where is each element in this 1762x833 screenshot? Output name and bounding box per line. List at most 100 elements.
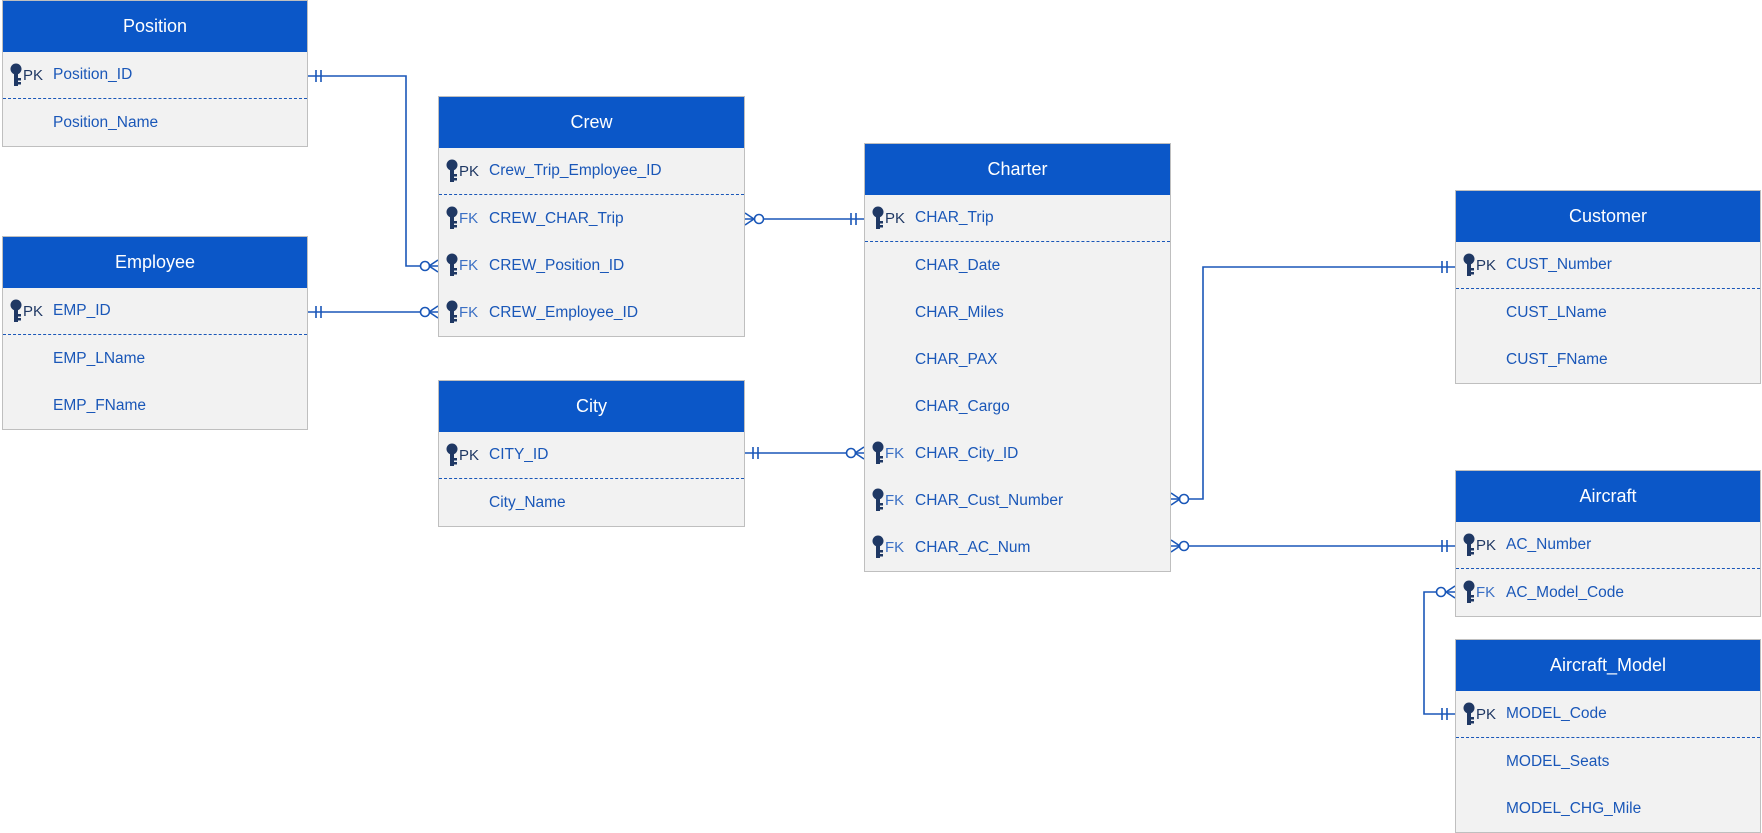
- rel-model-aircraft-many: [1445, 585, 1456, 599]
- rel-model-aircraft-zero: [1435, 586, 1447, 598]
- entity-title: Crew: [439, 97, 744, 148]
- attribute-name: Crew_Trip_Employee_ID: [489, 162, 662, 179]
- fk-label: FK: [459, 304, 479, 321]
- rel-aircraft-charter-one: [1441, 540, 1448, 552]
- rel-city-charter-zero: [845, 447, 857, 459]
- key-icon: [446, 443, 458, 466]
- rel-aircraft-charter-many: [1170, 539, 1181, 553]
- rel-employee-crew-one: [315, 306, 322, 318]
- attribute-name: Position_ID: [53, 66, 133, 83]
- key-icon: [446, 253, 458, 276]
- entity-title: Aircraft_Model: [1456, 640, 1760, 691]
- key-icon: [872, 488, 884, 511]
- pk-label: PK: [459, 162, 480, 180]
- attribute-name: AC_Number: [1506, 536, 1592, 553]
- attribute-name: CHAR_Date: [915, 256, 1001, 274]
- rel-city-charter-many: [854, 446, 865, 460]
- key-icon: [872, 441, 884, 464]
- key-icon: [1463, 253, 1475, 276]
- rel-city-charter-one: [752, 447, 759, 459]
- entity-city[interactable]: City PK CITY_ID City_Name: [438, 380, 745, 527]
- attribute-name: CHAR_City_ID: [915, 444, 1019, 462]
- pk-label: PK: [1476, 536, 1497, 554]
- attribute-row[interactable]: CHAR_Date: [865, 242, 1170, 289]
- attribute-row[interactable]: CHAR_Cargo: [865, 383, 1170, 430]
- attribute-row[interactable]: FK CHAR_City_ID: [865, 430, 1170, 477]
- attribute-row[interactable]: FK CHAR_AC_Num: [865, 524, 1170, 571]
- pk-label: PK: [23, 302, 44, 320]
- attribute-row[interactable]: FK AC_Model_Code: [1456, 569, 1760, 616]
- entity-charter[interactable]: Charter PK CHAR_Trip CHAR_Date CHAR_Mile…: [864, 143, 1171, 572]
- attribute-row[interactable]: CUST_FName: [1456, 336, 1760, 383]
- fk-label: FK: [885, 492, 905, 509]
- attribute-row[interactable]: FK CREW_CHAR_Trip: [439, 195, 744, 242]
- rel-model-aircraft-one: [1441, 708, 1448, 720]
- attribute-row[interactable]: PK CHAR_Trip: [865, 195, 1170, 242]
- attribute-name: EMP_FName: [53, 396, 147, 414]
- attribute-name: CHAR_Miles: [915, 303, 1004, 321]
- key-icon: [1463, 580, 1475, 603]
- pk-label: PK: [459, 446, 480, 464]
- fk-label: FK: [459, 210, 479, 227]
- attribute-row[interactable]: FK CREW_Employee_ID: [439, 289, 744, 336]
- key-icon: [1463, 702, 1475, 725]
- attribute-name: CHAR_Cargo: [915, 397, 1010, 415]
- attribute-name: CHAR_Cust_Number: [915, 491, 1064, 509]
- attribute-name: CREW_Position_ID: [489, 256, 625, 274]
- attribute-row[interactable]: EMP_LName: [3, 335, 307, 382]
- entity-title: City: [439, 381, 744, 432]
- rel-customer-charter: [1171, 266, 1455, 500]
- entity-aircraft-model[interactable]: Aircraft_Model PK MODEL_Code MODEL_Seats…: [1455, 639, 1761, 833]
- attribute-name: CREW_CHAR_Trip: [489, 209, 624, 227]
- attribute-row[interactable]: EMP_FName: [3, 382, 307, 429]
- attribute-row[interactable]: CUST_LName: [1456, 289, 1760, 336]
- key-icon: [446, 206, 458, 229]
- attribute-row[interactable]: MODEL_CHG_Mile: [1456, 785, 1760, 832]
- fk-label: FK: [885, 539, 905, 556]
- attribute-row[interactable]: MODEL_Seats: [1456, 738, 1760, 785]
- entity-customer[interactable]: Customer PK CUST_Number CUST_LName CUST_…: [1455, 190, 1761, 384]
- pk-label: PK: [23, 66, 44, 84]
- entity-crew[interactable]: Crew PK Crew_Trip_Employee_ID FK CREW_CH…: [438, 96, 745, 337]
- attribute-row[interactable]: PK AC_Number: [1456, 522, 1760, 569]
- attribute-row[interactable]: PK CUST_Number: [1456, 242, 1760, 289]
- attribute-row[interactable]: FK CREW_Position_ID: [439, 242, 744, 289]
- attribute-name: CHAR_AC_Num: [915, 538, 1031, 556]
- attribute-row[interactable]: City_Name: [439, 479, 744, 526]
- key-icon: [1463, 533, 1475, 556]
- attribute-row[interactable]: PK Position_ID: [3, 52, 307, 99]
- entity-position[interactable]: Position PK Position_ID Position_Name: [2, 0, 308, 147]
- rel-model-aircraft: [1423, 591, 1455, 715]
- attribute-row[interactable]: PK CITY_ID: [439, 432, 744, 479]
- attribute-name: Position_Name: [53, 113, 159, 131]
- attribute-name: MODEL_Seats: [1506, 752, 1610, 770]
- attribute-row[interactable]: PK MODEL_Code: [1456, 691, 1760, 738]
- rel-position-crew: [308, 75, 438, 267]
- rel-employee-crew-zero: [419, 306, 431, 318]
- key-icon: [446, 300, 458, 323]
- rel-customer-charter-many: [1170, 492, 1181, 506]
- attribute-row[interactable]: PK EMP_ID: [3, 288, 307, 335]
- attribute-row[interactable]: Position_Name: [3, 99, 307, 146]
- attribute-name: City_Name: [489, 493, 566, 511]
- rel-employee-crew-many: [428, 305, 439, 319]
- entity-aircraft[interactable]: Aircraft PK AC_Number FK AC_Model_Code: [1455, 470, 1761, 617]
- rel-customer-charter-one: [1441, 261, 1448, 273]
- attribute-name: CREW_Employee_ID: [489, 303, 639, 321]
- attribute-name: EMP_LName: [53, 349, 146, 367]
- key-icon: [872, 206, 884, 229]
- rel-position-crew-many: [428, 259, 439, 273]
- entity-employee[interactable]: Employee PK EMP_ID EMP_LName EMP_FName: [2, 236, 308, 430]
- pk-label: PK: [885, 209, 906, 227]
- entity-title: Charter: [865, 144, 1170, 195]
- rel-position-crew-zero: [419, 260, 431, 272]
- attribute-row[interactable]: PK Crew_Trip_Employee_ID: [439, 148, 744, 195]
- attribute-row[interactable]: FK CHAR_Cust_Number: [865, 477, 1170, 524]
- fk-label: FK: [459, 257, 479, 274]
- attribute-row[interactable]: CHAR_Miles: [865, 289, 1170, 336]
- attribute-row[interactable]: CHAR_PAX: [865, 336, 1170, 383]
- rel-charter-crew-zero: [753, 213, 765, 225]
- key-icon: [872, 535, 884, 558]
- fk-label: FK: [1476, 584, 1496, 601]
